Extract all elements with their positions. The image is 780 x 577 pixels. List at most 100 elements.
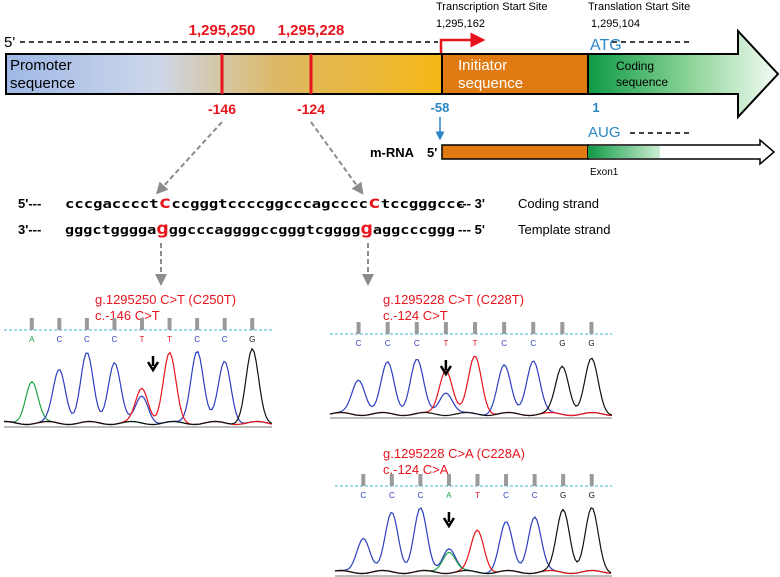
base-call-label: C: [56, 335, 62, 344]
quality-bar: [385, 322, 390, 334]
base-call-label: C: [530, 339, 536, 348]
trace-line: [4, 347, 273, 426]
coding-label-line1: Coding: [616, 59, 654, 73]
template-seq-a: gggctgggga: [65, 222, 156, 237]
coding-label: Coding sequence: [616, 59, 668, 89]
quality-bar: [389, 474, 394, 486]
mutation-arrow: [442, 512, 456, 529]
quality-bar: [57, 318, 62, 330]
coding-strand-right: --- 3': [458, 196, 485, 211]
atg-label: ATG: [590, 37, 622, 54]
relative-position-124: -124: [297, 101, 325, 117]
arrow-to-c124: [310, 121, 364, 195]
base-call-label: T: [473, 339, 478, 348]
tss-label: Transcription Start Site: [436, 1, 547, 13]
quality-bar: [589, 322, 594, 334]
quality-bar: [589, 474, 594, 486]
base-call-label: T: [167, 335, 172, 344]
trace-line: [4, 351, 273, 426]
quality-bar: [531, 322, 536, 334]
quality-bar: [446, 474, 451, 486]
initiator-label-line2: sequence: [458, 75, 523, 92]
template-mutation-124: g: [360, 219, 372, 239]
base-call-label: C: [194, 335, 200, 344]
base-call-label: C: [112, 335, 118, 344]
chromatogram-subtitle: c.-124 C>T: [383, 308, 448, 323]
quality-bar: [140, 318, 144, 330]
chromatogram-title: g.1295228 C>A (C228A): [383, 446, 525, 461]
chromatogram-title: g.1295228 C>T (C228T): [383, 292, 524, 307]
promoter-region: [5, 53, 443, 95]
coding-mutation-124: c: [368, 193, 381, 213]
quality-bar: [418, 474, 423, 486]
quality-bar: [167, 318, 172, 330]
trace-line: [334, 507, 612, 575]
chromatogram-subtitle: c.-124 C>A: [383, 462, 449, 477]
quality-bar: [356, 322, 361, 334]
mutation-arrow: [146, 356, 160, 373]
base-call-label: G: [560, 491, 566, 500]
quality-bar: [361, 474, 366, 486]
genomic-position-228: 1,295,228: [278, 22, 345, 39]
quality-bar: [504, 474, 509, 486]
template-mutation-146: g: [156, 219, 168, 239]
base-call-label: C: [417, 491, 423, 500]
coding-seq-c: tccgggccc: [381, 196, 465, 211]
quality-bar: [250, 318, 255, 330]
tss-bent-arrow: [439, 32, 486, 58]
base-call-label: A: [446, 491, 452, 500]
quality-bar: [84, 318, 89, 330]
base-call-label: T: [140, 335, 145, 344]
quality-bar: [475, 474, 480, 486]
base-call-label: T: [443, 339, 448, 348]
mrna-label: m-RNA: [370, 145, 415, 160]
base-call-label: C: [222, 335, 228, 344]
relative-position-146: -146: [208, 101, 236, 117]
coding-seq-b: ccgggtccccggcccagcccc: [171, 196, 368, 211]
quality-bar: [473, 322, 477, 334]
tls-label: Translation Start Site: [588, 1, 690, 13]
promoter-label-line2: sequence: [10, 75, 75, 92]
trace-line: [334, 507, 612, 575]
base-call-label: C: [503, 491, 509, 500]
coding-seq-a: cccgacccct: [65, 196, 159, 211]
quality-bar: [195, 318, 200, 330]
quality-bar: [560, 322, 565, 334]
template-strand-label: Template strand: [518, 222, 611, 237]
base-call-label: C: [532, 491, 538, 500]
relative-position-1: 1: [592, 100, 599, 115]
quality-bar: [29, 318, 34, 330]
coding-strand-left: 5'---: [18, 196, 41, 211]
tls-position: 1,295,104: [591, 18, 640, 30]
quality-bar: [414, 322, 419, 334]
template-strand-right: --- 5': [458, 222, 485, 237]
mrna-exon-segment: [588, 146, 660, 158]
five-prime-label: 5': [4, 34, 15, 51]
base-call-label: C: [501, 339, 507, 348]
tss-position: 1,295,162: [436, 18, 485, 30]
relative-position-58: -58: [431, 100, 450, 115]
quality-bar: [502, 322, 507, 334]
base-call-label: G: [249, 335, 255, 344]
coding-strand-label: Coding strand: [518, 196, 599, 211]
mutation-arrow: [439, 360, 452, 377]
quality-bar: [532, 474, 537, 486]
coding-label-line2: sequence: [616, 75, 668, 89]
coding-region-arrow: [587, 28, 780, 120]
base-call-label: C: [356, 339, 362, 348]
base-call-label: C: [84, 335, 90, 344]
quality-bar: [443, 322, 448, 334]
promoter-label-line1: Promoter: [10, 57, 72, 74]
exon-label: Exon1: [590, 167, 619, 178]
mrna-initiator-segment: [441, 144, 589, 160]
base-call-label: G: [588, 339, 594, 348]
base-call-label: C: [385, 339, 391, 348]
